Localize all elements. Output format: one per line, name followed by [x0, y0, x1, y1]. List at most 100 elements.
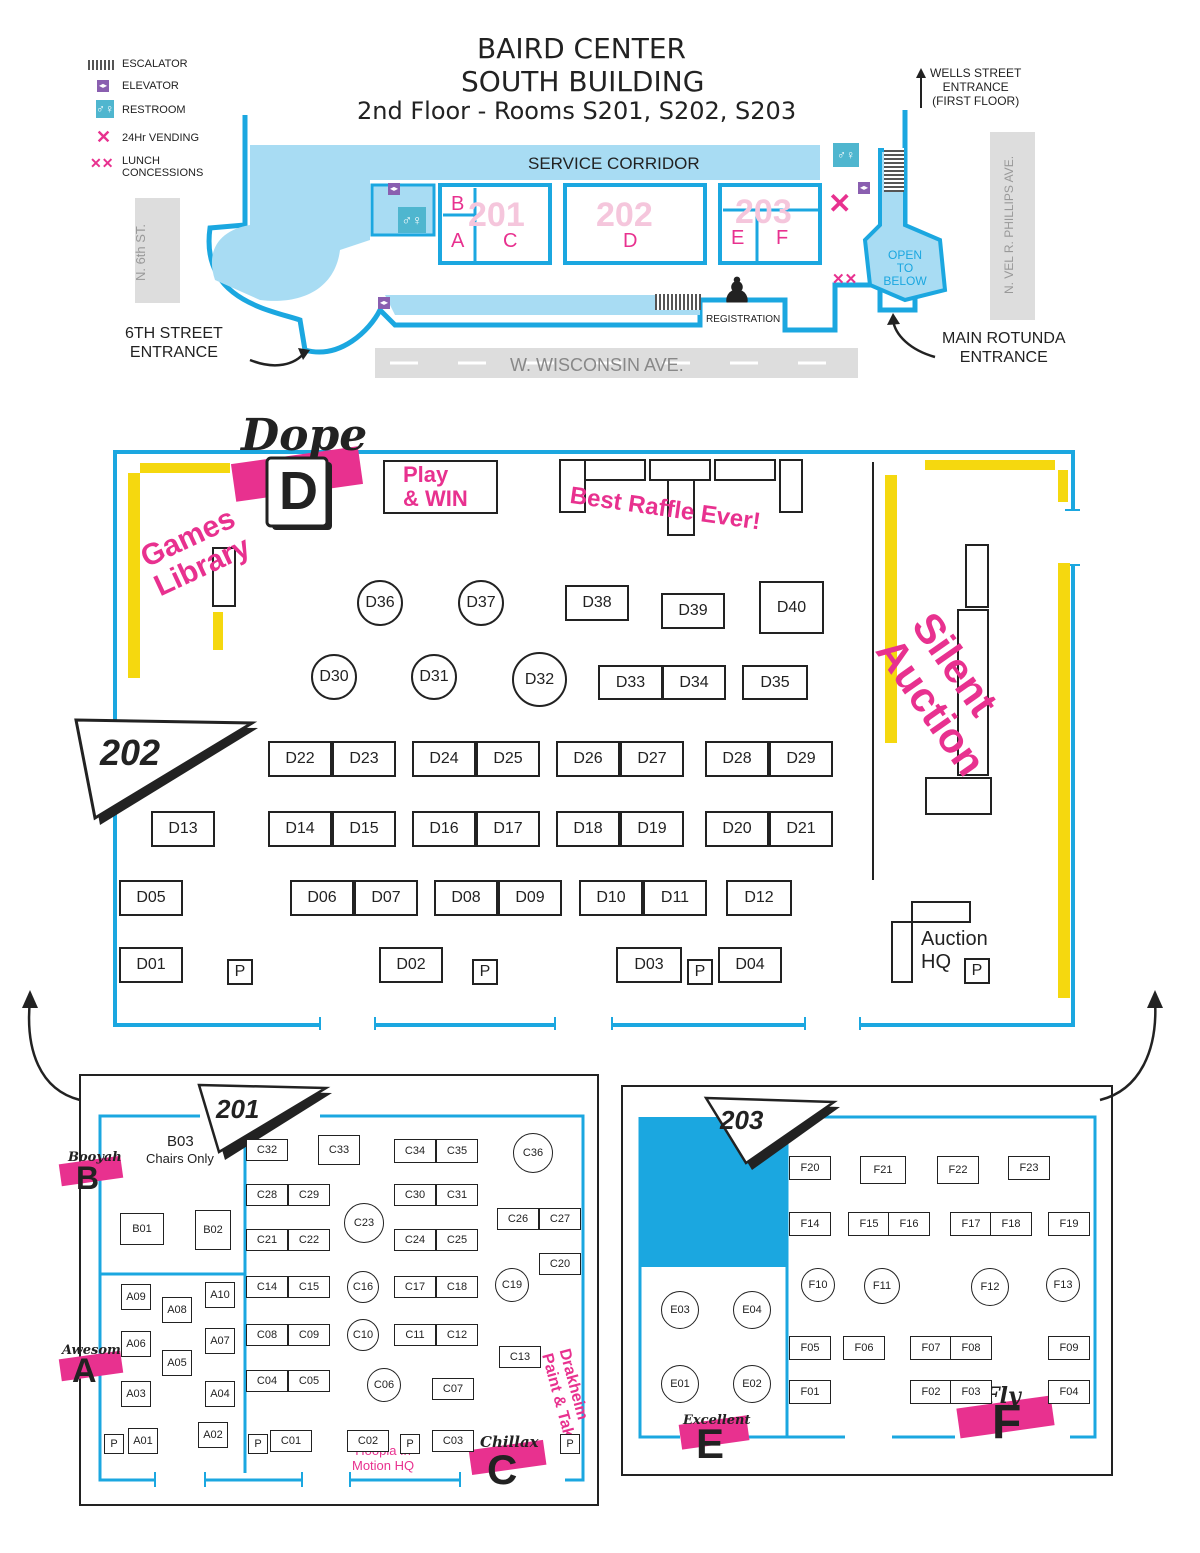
table-d16: D16	[412, 811, 476, 847]
escalator-icon	[655, 294, 701, 310]
table-d09: D09	[498, 880, 562, 916]
table-c03: C03	[432, 1430, 474, 1452]
header-line1: BAIRD CENTER	[477, 32, 686, 65]
table-e01: E01	[661, 1365, 699, 1403]
room-202-yellow-bars	[128, 460, 1070, 998]
table-c20: C20	[539, 1253, 581, 1275]
table-d40: D40	[759, 581, 824, 634]
table-d01: D01	[119, 947, 183, 983]
table-d36: D36	[357, 580, 403, 626]
table-c31: C31	[436, 1184, 478, 1206]
table-c32: C32	[246, 1139, 288, 1161]
b03-label: B03	[167, 1133, 194, 1150]
table-c05: C05	[288, 1370, 330, 1392]
p-marker: P	[687, 959, 713, 985]
table-c02: C02	[347, 1430, 389, 1452]
table-f01: F01	[789, 1380, 831, 1404]
restroom-icon: ♂♀	[398, 207, 426, 233]
registration-icon: ♟	[721, 272, 753, 310]
table-d13: D13	[151, 811, 215, 847]
table-c24: C24	[394, 1229, 436, 1251]
table-c30: C30	[394, 1184, 436, 1206]
elevator-icon: ◂▸	[388, 183, 400, 195]
table-d10: D10	[579, 880, 643, 916]
street-n6th: N. 6th ST.	[133, 223, 149, 282]
table-f16: F16	[888, 1212, 930, 1236]
dope-word: Dope	[241, 410, 368, 461]
room-202-label: 202	[100, 732, 161, 773]
table-f11: F11	[864, 1268, 900, 1304]
table-d02: D02	[379, 947, 443, 983]
table-e02: E02	[733, 1365, 771, 1403]
table-a06: A06	[121, 1331, 151, 1357]
table-d18: D18	[556, 811, 620, 847]
table-c14: C14	[246, 1276, 288, 1298]
play-win-label: Play & WIN	[403, 462, 468, 511]
chairs-only-label: Chairs Only	[146, 1151, 214, 1166]
overview-room-201: 201	[468, 196, 525, 234]
elevator-icon: ◂▸	[97, 80, 109, 92]
table-c16: C16	[347, 1271, 379, 1303]
table-c10: C10	[347, 1319, 379, 1351]
table-f07: F07	[910, 1336, 952, 1360]
table-d35: D35	[742, 665, 808, 700]
table-f18: F18	[990, 1212, 1032, 1236]
table-d37: D37	[458, 580, 504, 626]
table-d07: D07	[354, 880, 418, 916]
table-f10: F10	[801, 1268, 835, 1302]
table-d03: D03	[616, 947, 682, 983]
table-c35: C35	[436, 1139, 478, 1163]
table-c13: C13	[499, 1346, 541, 1368]
table-d23: D23	[332, 741, 396, 777]
table-c29: C29	[288, 1184, 330, 1206]
table-f05: F05	[789, 1336, 831, 1360]
table-d19: D19	[620, 811, 684, 847]
table-f03: F03	[950, 1380, 992, 1404]
table-c19: C19	[495, 1268, 529, 1302]
table-b02: B02	[195, 1210, 231, 1250]
table-f20: F20	[789, 1156, 831, 1180]
building-outline	[135, 68, 1035, 378]
header-line3: 2nd Floor - Rooms S201, S202, S203	[357, 97, 797, 125]
table-c08: C08	[246, 1324, 288, 1346]
table-f15: F15	[848, 1212, 890, 1236]
table-f08: F08	[950, 1336, 992, 1360]
p-marker: P	[227, 959, 253, 985]
table-f23: F23	[1008, 1156, 1050, 1180]
table-c17: C17	[394, 1276, 436, 1298]
p-marker: P	[964, 958, 990, 984]
vending-icon: ✕	[828, 188, 852, 219]
p-marker: P	[472, 959, 498, 985]
table-c28: C28	[246, 1184, 288, 1206]
table-d17: D17	[476, 811, 540, 847]
letter-a: A	[72, 1352, 97, 1390]
table-c22: C22	[288, 1229, 330, 1251]
table-d38: D38	[565, 585, 629, 621]
table-d28: D28	[705, 741, 769, 777]
table-c04: C04	[246, 1370, 288, 1392]
table-d24: D24	[412, 741, 476, 777]
room-202-walls	[113, 450, 1075, 1027]
restroom-icon: ♂♀	[96, 100, 114, 118]
letter-f: F	[992, 1396, 1022, 1449]
service-corridor-label: SERVICE CORRIDOR	[528, 154, 700, 173]
table-a09: A09	[121, 1284, 151, 1310]
table-d04: D04	[718, 947, 782, 983]
room-203-label: 203	[720, 1105, 764, 1135]
table-f14: F14	[789, 1212, 831, 1236]
chillax-word: Chillax	[480, 1433, 539, 1451]
table-c27: C27	[539, 1208, 581, 1230]
p-marker: P	[560, 1434, 580, 1454]
open-below-label: OPEN TO BELOW	[883, 248, 927, 288]
table-f21: F21	[860, 1156, 906, 1184]
table-d39: D39	[661, 593, 725, 629]
excellent-word: Excellent	[683, 1413, 751, 1428]
escalator-icon	[88, 60, 116, 70]
table-c15: C15	[288, 1276, 330, 1298]
letter-b: B	[76, 1160, 100, 1196]
overview-room-203: 203	[735, 193, 792, 231]
escalator-icon	[884, 148, 904, 192]
table-c34: C34	[394, 1139, 436, 1163]
section-c: C	[503, 230, 518, 252]
legend-lunch: LUNCH CONCESSIONS	[122, 155, 204, 179]
